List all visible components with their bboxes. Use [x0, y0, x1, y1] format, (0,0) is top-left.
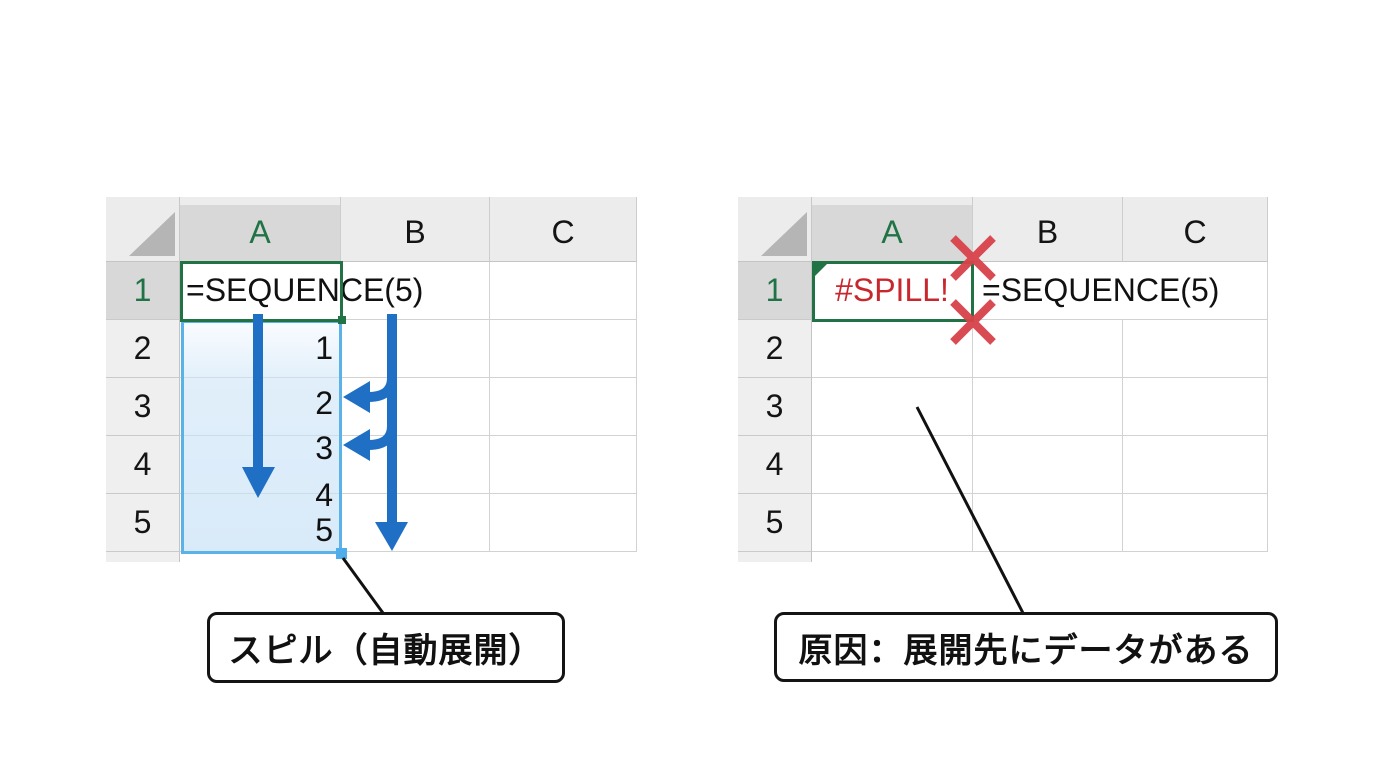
- row-header-4[interactable]: 4: [106, 436, 180, 494]
- spill-value-1: 1: [315, 330, 333, 366]
- cell-b3[interactable]: [973, 378, 1123, 436]
- spill-error-value: #SPILL!: [835, 272, 949, 308]
- row-header-1[interactable]: 1: [106, 262, 180, 320]
- cell-c3[interactable]: [490, 378, 637, 436]
- cell-c1[interactable]: [490, 262, 637, 320]
- cell-a4[interactable]: [812, 436, 973, 494]
- cell-b5[interactable]: [341, 494, 490, 552]
- row-header-3[interactable]: 3: [738, 378, 812, 436]
- cell-c2[interactable]: [490, 320, 637, 378]
- callout-spill: スピル（自動展開）: [207, 612, 565, 683]
- cell-c2[interactable]: [1123, 320, 1268, 378]
- active-cell-border-a1-error: [812, 261, 974, 322]
- cell-a3[interactable]: [812, 378, 973, 436]
- fill-handle[interactable]: [338, 316, 346, 324]
- cell-partial: [341, 552, 490, 562]
- cell-a5[interactable]: [812, 494, 973, 552]
- cell-c5[interactable]: [1123, 494, 1268, 552]
- select-all-triangle-icon: [761, 212, 807, 256]
- row-header-4[interactable]: 4: [738, 436, 812, 494]
- column-header-c[interactable]: C: [490, 197, 637, 262]
- callout-cause-label: 原因：展開先にデータがある: [798, 630, 1254, 671]
- cell-c3[interactable]: [1123, 378, 1268, 436]
- select-all-corner[interactable]: [738, 197, 812, 262]
- column-header-b[interactable]: B: [341, 197, 490, 262]
- column-header-b[interactable]: B: [973, 197, 1123, 262]
- cell-b3[interactable]: [341, 378, 490, 436]
- callout-spill-label: スピル（自動展開）: [228, 631, 544, 671]
- spill-value-3: 3: [315, 430, 333, 466]
- cell-b1-formula: =SEQUENCE(5): [982, 272, 1220, 308]
- leader-line-left: [341, 557, 385, 614]
- cell-a1-formula: =SEQUENCE(5): [186, 272, 424, 308]
- spill-value-4: 4: [315, 477, 333, 513]
- row-header-1[interactable]: 1: [738, 262, 812, 320]
- spill-value-5: 5: [315, 512, 333, 548]
- row-header-3[interactable]: 3: [106, 378, 180, 436]
- cell-c5[interactable]: [490, 494, 637, 552]
- spreadsheet-grid-spill-error: A B C 1 #SPILL! =SEQUENCE(5) 2 3 4 5: [738, 197, 1268, 562]
- select-all-triangle-icon: [129, 212, 175, 256]
- row-header-2[interactable]: 2: [106, 320, 180, 378]
- cell-b2[interactable]: [973, 320, 1123, 378]
- cell-c4[interactable]: [490, 436, 637, 494]
- row-header-2[interactable]: 2: [738, 320, 812, 378]
- cell-b4[interactable]: [973, 436, 1123, 494]
- column-header-c[interactable]: C: [1123, 197, 1268, 262]
- row-header-partial: [106, 552, 180, 562]
- cell-b5[interactable]: [973, 494, 1123, 552]
- cell-b1[interactable]: =SEQUENCE(5): [973, 262, 1219, 320]
- spreadsheet-grid-spill-success: A B C 1 =SEQUENCE(5) 2 3 4 5: [106, 197, 637, 562]
- active-cell-border-a1: [180, 261, 343, 322]
- cell-partial: [1123, 552, 1268, 562]
- cell-c4[interactable]: [1123, 436, 1268, 494]
- row-header-partial: [738, 552, 812, 562]
- callout-spill-error-cause: 原因：展開先にデータがある: [774, 612, 1278, 682]
- cell-partial: [490, 552, 637, 562]
- spill-value-2: 2: [315, 385, 333, 421]
- cell-b2[interactable]: [341, 320, 490, 378]
- cell-partial: [973, 552, 1123, 562]
- cell-b4[interactable]: [341, 436, 490, 494]
- row-header-5[interactable]: 5: [106, 494, 180, 552]
- cell-b1[interactable]: [341, 262, 490, 320]
- column-header-a[interactable]: A: [812, 197, 973, 262]
- row-header-5[interactable]: 5: [738, 494, 812, 552]
- select-all-corner[interactable]: [106, 197, 180, 262]
- cell-c1[interactable]: [1123, 262, 1268, 320]
- spill-fill-handle[interactable]: [336, 548, 347, 559]
- cell-a2[interactable]: [812, 320, 973, 378]
- error-triangle-icon[interactable]: [815, 264, 827, 276]
- column-header-a[interactable]: A: [180, 197, 341, 262]
- cell-partial: [812, 552, 973, 562]
